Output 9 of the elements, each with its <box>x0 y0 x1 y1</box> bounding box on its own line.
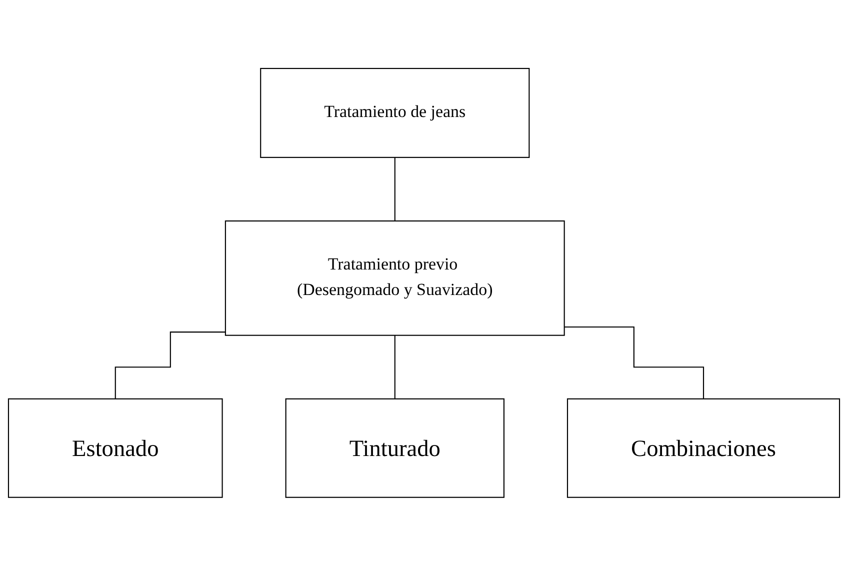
connector <box>114 331 226 399</box>
node-box: Estonado <box>8 398 223 498</box>
connector <box>394 334 396 399</box>
node-box: Tratamiento de jeans <box>260 68 530 158</box>
connector <box>564 326 704 399</box>
node-box: Tratamiento previo (Desengomado y Suavizado) <box>224 220 565 336</box>
connector <box>394 156 396 222</box>
node-box: Tinturado <box>285 398 504 498</box>
node-box: Combinaciones <box>566 398 840 498</box>
